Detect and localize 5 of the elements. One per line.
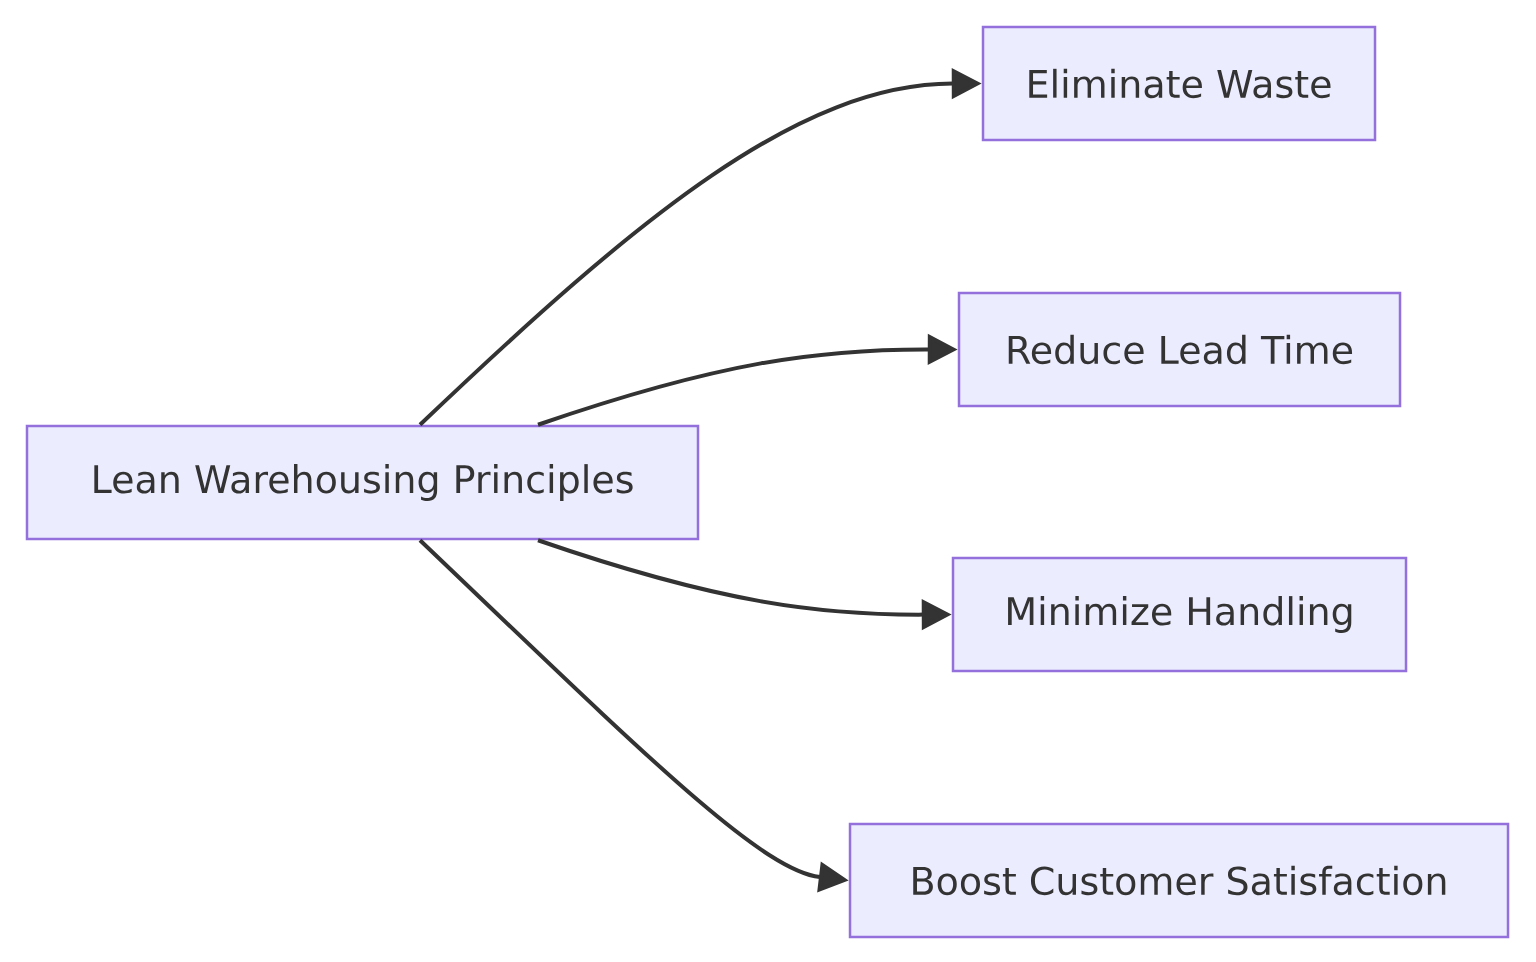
process-box: Minimize Handling [951, 556, 1408, 673]
process-box: Reduce Lead Time [957, 291, 1402, 408]
process-box: Boost Customer Satisfaction [848, 822, 1510, 939]
process-box: Lean Warehousing Principles [25, 424, 700, 541]
process-box: Eliminate Waste [981, 25, 1377, 142]
